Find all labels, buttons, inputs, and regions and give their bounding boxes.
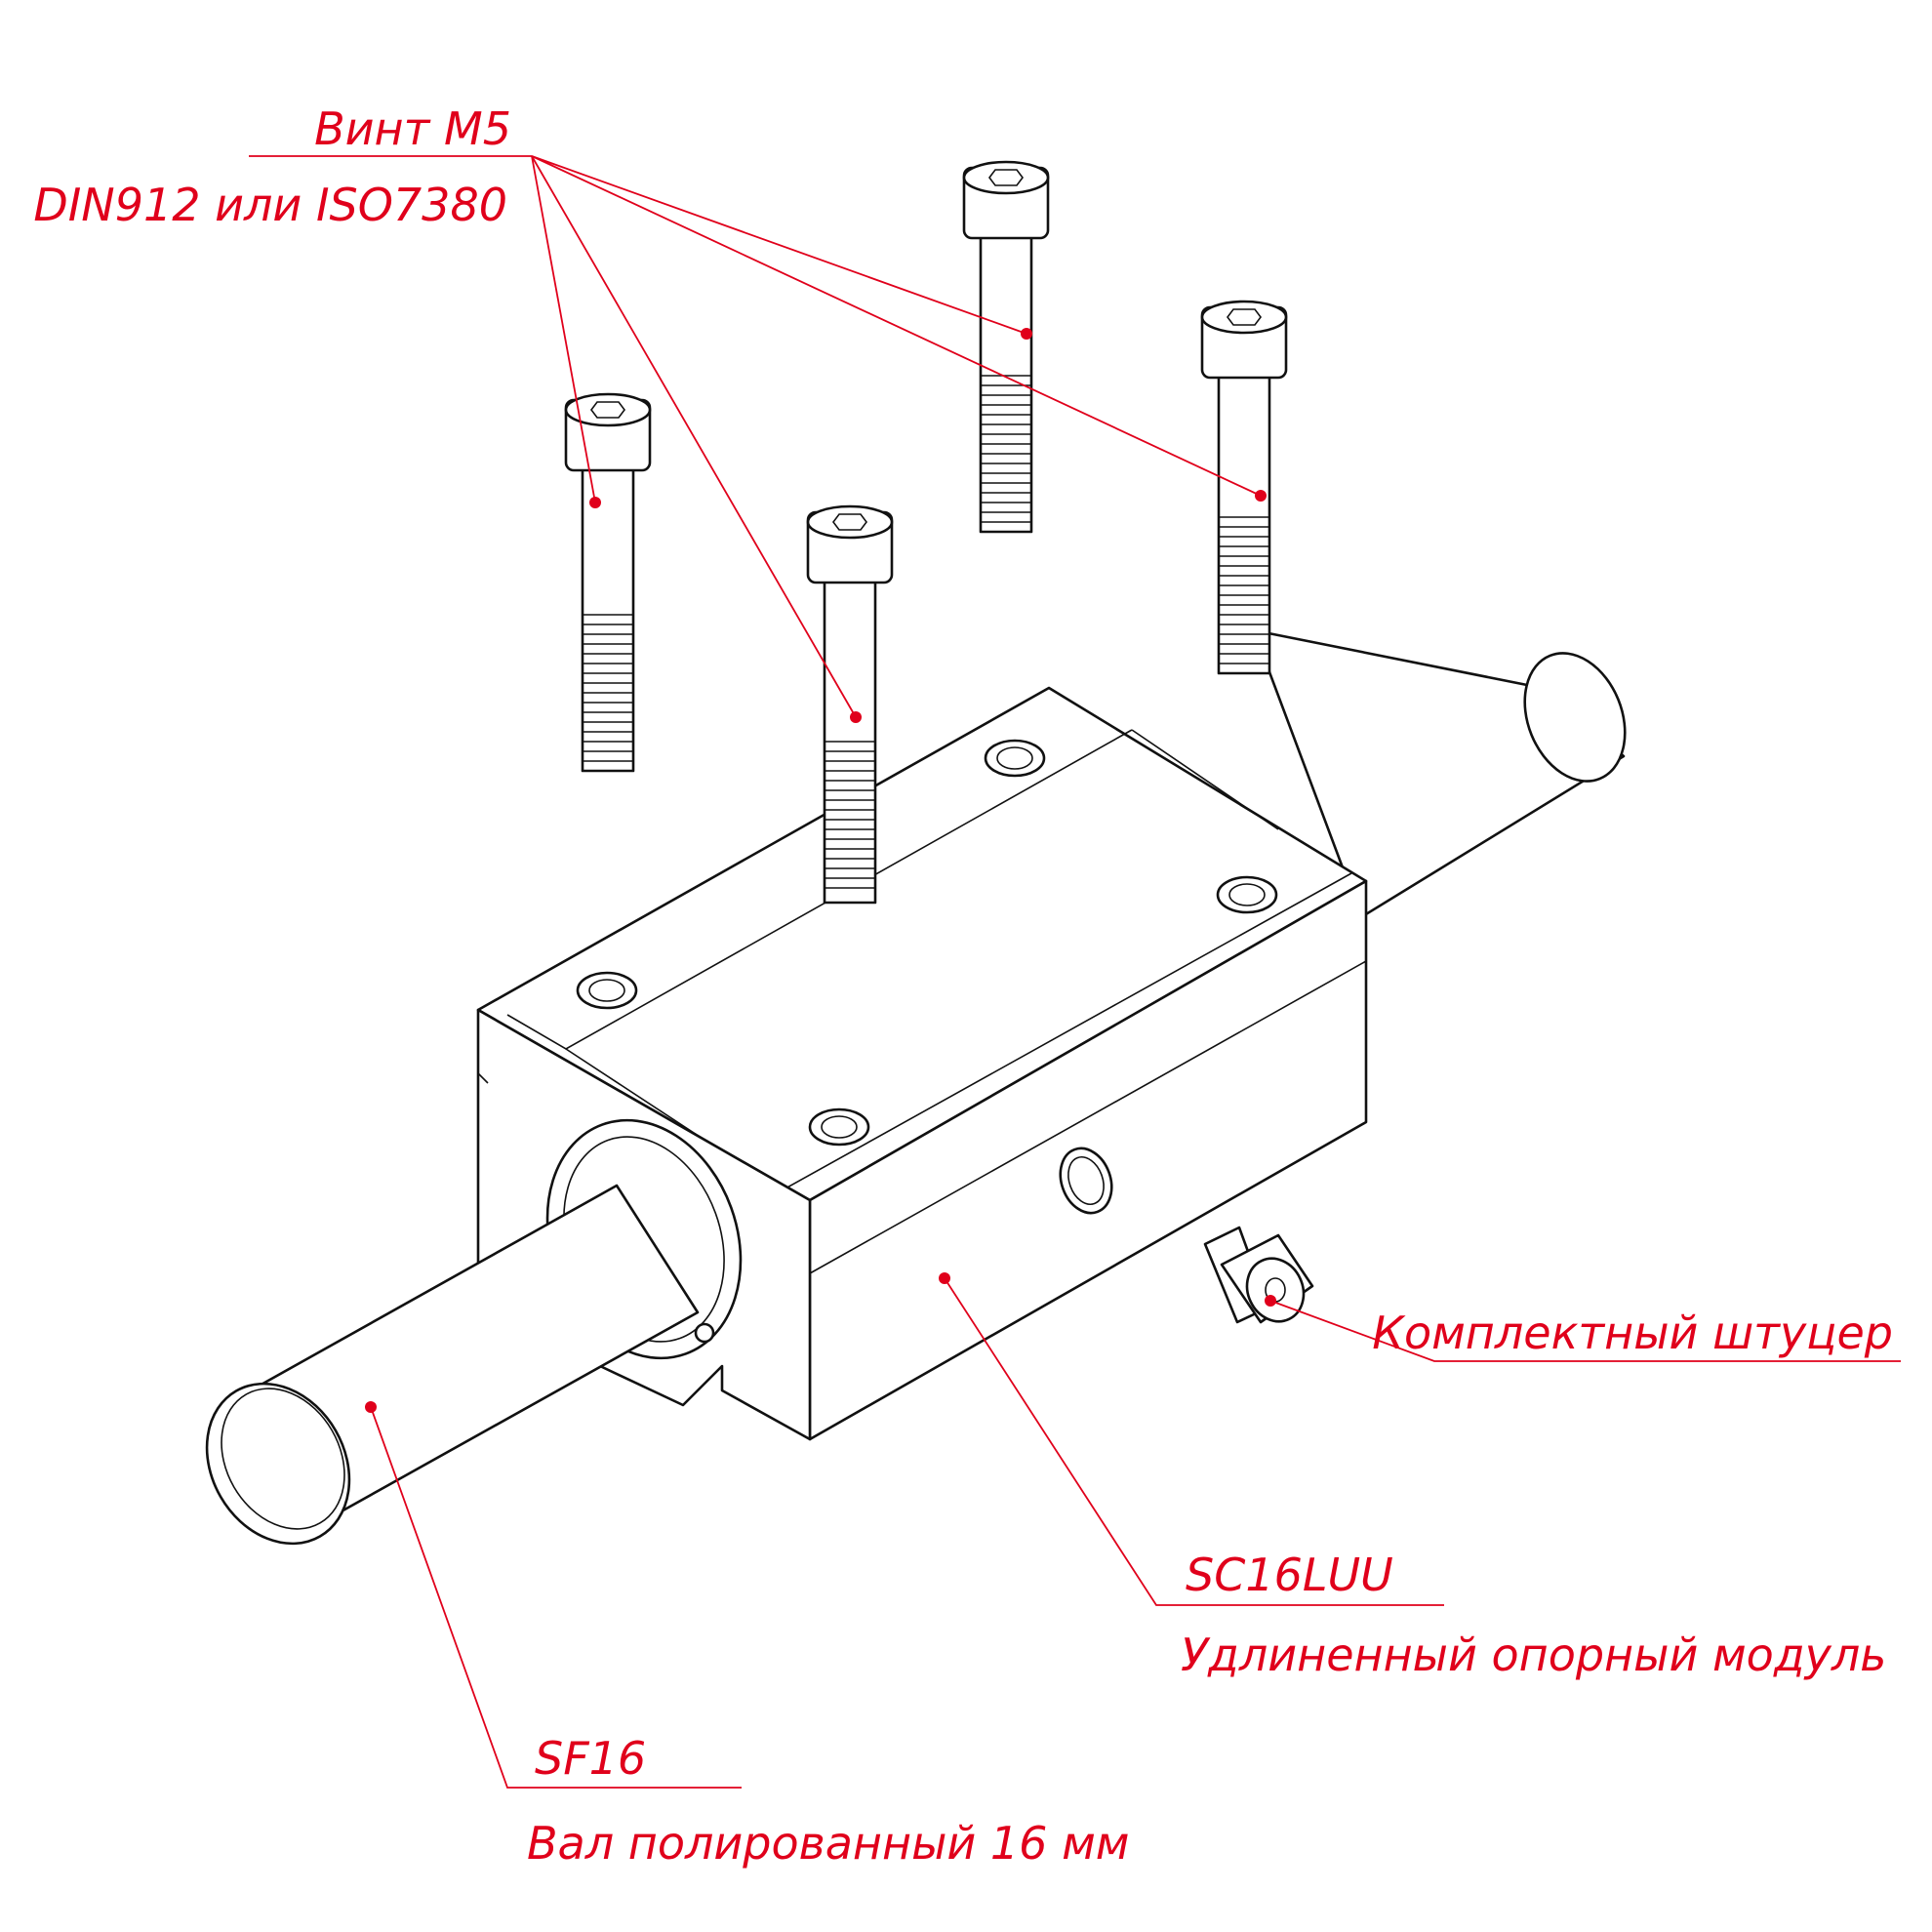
- shaft-sf16: [205, 1184, 700, 1546]
- screw-spec-label: DIN912 или ISO7380: [33, 179, 507, 231]
- screw-m5: [806, 504, 894, 905]
- mounting-hole: [984, 739, 1046, 778]
- grease-fitting: [1203, 1226, 1314, 1324]
- screw-callout: Винт М5 DIN912 или ISO7380: [33, 102, 1267, 723]
- hex-socket-icon: [590, 401, 625, 419]
- shaft-callout: SF16 Вал полированный 16 мм: [365, 1401, 1129, 1870]
- screw-thread: [981, 375, 1031, 523]
- hex-socket-icon: [988, 169, 1024, 186]
- screw-title-label: Винт М5: [314, 102, 511, 155]
- mounting-hole: [808, 1107, 870, 1147]
- screw-thread: [1219, 516, 1269, 664]
- mounting-hole: [1216, 875, 1278, 914]
- shaft-code-label: SF16: [535, 1732, 646, 1785]
- mounting-hole: [576, 971, 638, 1010]
- screw-thread: [825, 741, 875, 889]
- linear-block-sc16luu: [476, 686, 1368, 1441]
- fitting-label: Комплектный штуцер: [1372, 1307, 1893, 1359]
- screw-thread: [583, 614, 633, 762]
- shaft-name-label: Вал полированный 16 мм: [527, 1817, 1129, 1870]
- lube-port: [1059, 1147, 1113, 1215]
- module-code-label: SC16LUU: [1186, 1549, 1393, 1601]
- hex-socket-icon: [1227, 308, 1262, 326]
- module-name-label: Удлиненный опорный модуль: [1181, 1629, 1886, 1681]
- screw-m5: [564, 392, 652, 773]
- shaft-back: [1252, 628, 1627, 919]
- hex-socket-icon: [832, 513, 867, 531]
- fitting-callout: Комплектный штуцер: [1265, 1295, 1901, 1362]
- screw-m5: [962, 160, 1050, 534]
- module-callout: SC16LUU Удлиненный опорный модуль: [939, 1272, 1886, 1681]
